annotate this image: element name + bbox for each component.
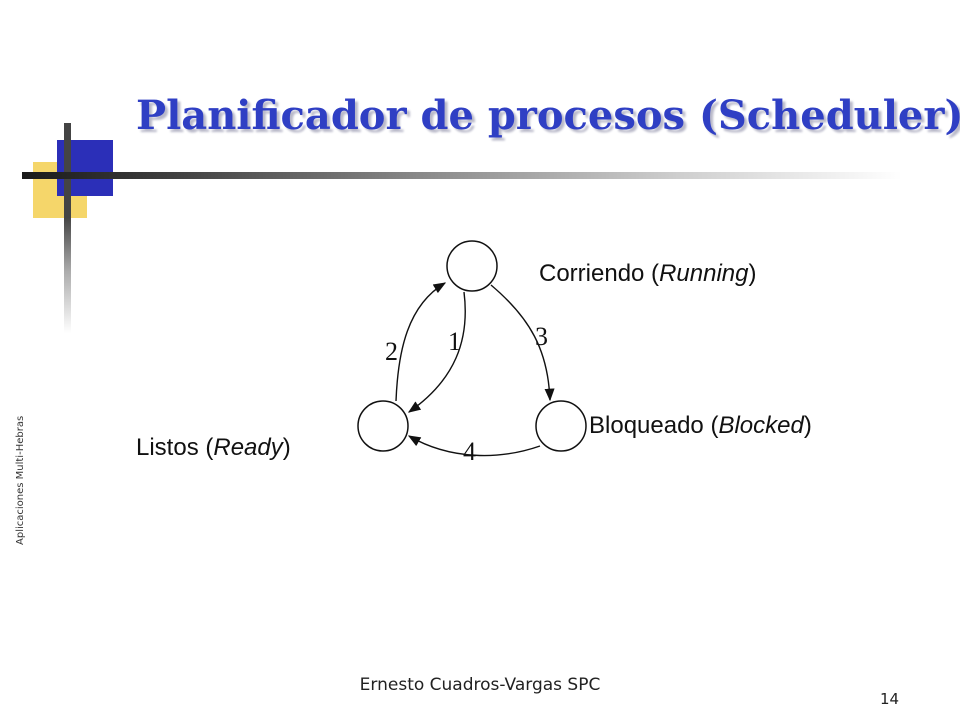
- label-blocked-english: Blocked: [718, 412, 804, 439]
- label-ready: Listos (Ready): [136, 434, 291, 461]
- edge-1: [407, 291, 466, 413]
- slide-title: Planificador de procesos (Scheduler): [136, 92, 960, 139]
- decor-vertical-bar: [64, 123, 71, 333]
- decor-horizontal-bar: [22, 172, 902, 179]
- edge-2: [395, 282, 447, 402]
- label-ready-name: Listos: [136, 434, 199, 461]
- edge-label-1: 1: [448, 327, 461, 356]
- label-running: Corriendo (Running): [539, 260, 757, 287]
- node-running: [446, 240, 498, 292]
- footer-author: Ernesto Cuadros-Vargas SPC: [359, 675, 601, 695]
- edge-label-3: 3: [535, 322, 548, 351]
- page-number: 14: [880, 690, 900, 708]
- node-ready: [357, 400, 409, 452]
- edge-label-2: 2: [385, 337, 398, 366]
- label-running-name: Corriendo: [539, 260, 645, 287]
- edge-3: [490, 284, 555, 402]
- label-blocked-name: Bloqueado: [589, 412, 704, 439]
- label-running-english: Running: [659, 260, 749, 287]
- node-blocked: [535, 400, 587, 452]
- edge-4: [407, 435, 541, 457]
- label-ready-english: Ready: [213, 434, 283, 461]
- label-blocked: Bloqueado (Blocked): [589, 412, 812, 439]
- edge-label-4: 4: [463, 437, 476, 466]
